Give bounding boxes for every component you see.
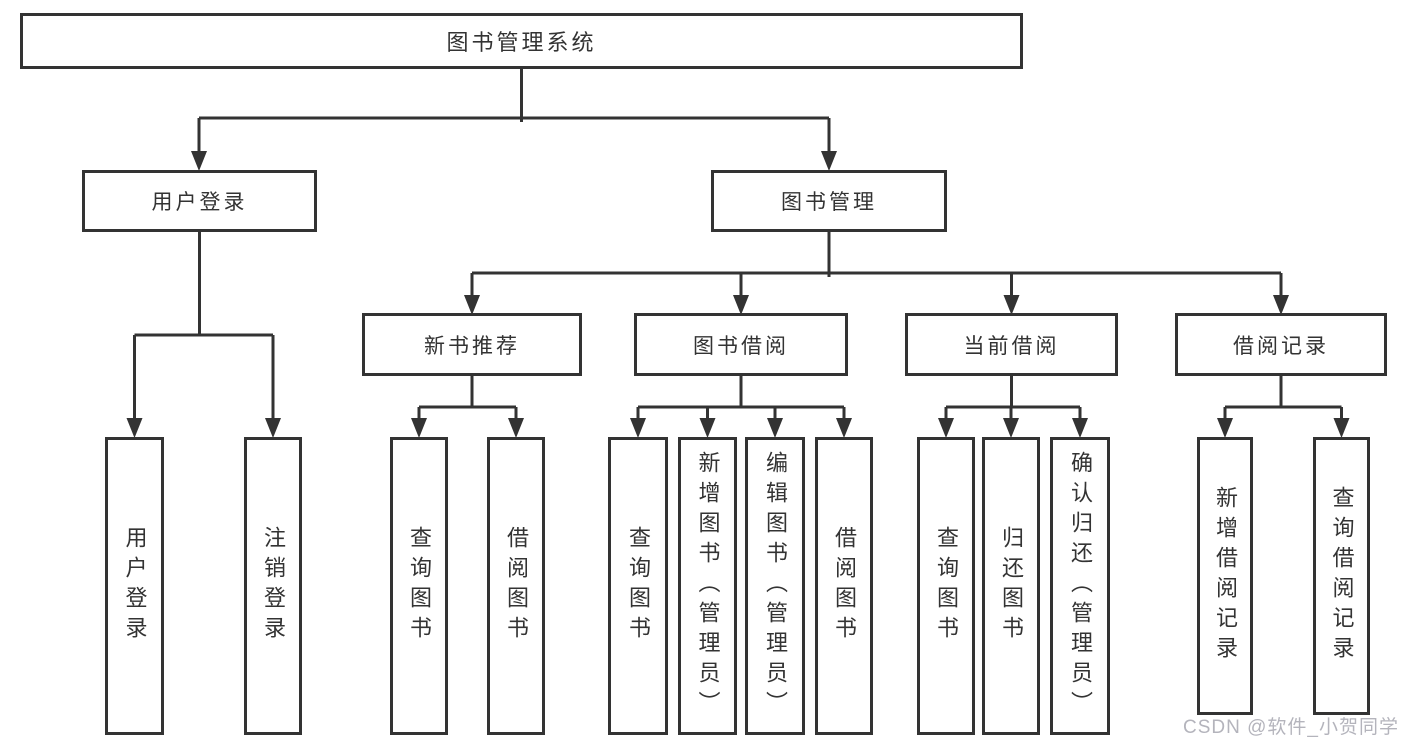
arrowhead-icon xyxy=(464,295,480,315)
connector-new-books xyxy=(417,376,518,419)
arrowhead-icon xyxy=(630,418,646,438)
arrowhead-icon xyxy=(1072,418,1088,438)
arrowhead-icon xyxy=(191,151,207,171)
leaf-edit-book-admin: 编辑图书（管理员） xyxy=(745,437,805,735)
leaf-borrow-books-recommend-label: 借阅图书 xyxy=(504,526,529,646)
leaf-query-books-recommend-label: 查询图书 xyxy=(407,526,432,646)
leaf-add-book-admin-label: 新增图书（管理员） xyxy=(695,451,721,721)
node-current-borrow-label: 当前借阅 xyxy=(963,334,1060,358)
leaf-add-borrow-record: 新增借阅记录 xyxy=(1197,437,1253,715)
leaf-user-login: 用户登录 xyxy=(105,437,164,735)
leaf-query-books-current: 查询图书 xyxy=(917,437,975,735)
leaf-add-book-admin: 新增图书（管理员） xyxy=(678,437,737,735)
leaf-logout: 注销登录 xyxy=(244,437,302,735)
connector-book-borrow xyxy=(636,376,846,419)
leaf-query-borrow-record-label: 查询借阅记录 xyxy=(1329,486,1355,666)
leaf-edit-book-admin-label: 编辑图书（管理员） xyxy=(763,451,788,721)
arrowhead-icon xyxy=(508,418,524,438)
leaf-borrow-books: 借阅图书 xyxy=(815,437,873,735)
arrowhead-icon xyxy=(1003,295,1020,315)
leaf-return-book: 归还图书 xyxy=(982,437,1040,735)
leaf-query-borrow-record: 查询借阅记录 xyxy=(1313,437,1370,715)
node-new-book-recommend: 新书推荐 xyxy=(362,313,582,376)
arrowhead-icon xyxy=(699,418,716,438)
node-book-borrow-label: 图书借阅 xyxy=(693,334,789,358)
arrowhead-icon xyxy=(938,418,954,438)
connector-root xyxy=(197,69,831,152)
arrowhead-icon xyxy=(411,418,427,438)
leaf-logout-label: 注销登录 xyxy=(261,526,286,646)
node-new-book-recommend-label: 新书推荐 xyxy=(424,334,520,358)
node-root: 图书管理系统 xyxy=(20,13,1023,69)
leaf-user-login-label: 用户登录 xyxy=(122,526,148,646)
leaf-query-books-borrow-label: 查询图书 xyxy=(626,526,651,646)
node-book-management: 图书管理 xyxy=(711,170,947,232)
connector-borrow-records xyxy=(1223,376,1343,419)
arrowhead-icon xyxy=(1333,418,1350,438)
node-root-label: 图书管理系统 xyxy=(446,30,597,55)
arrowhead-icon xyxy=(126,418,143,438)
arrowhead-icon xyxy=(767,418,783,438)
leaf-confirm-return-admin: 确认归还（管理员） xyxy=(1050,437,1110,735)
node-borrow-records-label: 借阅记录 xyxy=(1233,334,1329,358)
connector-current-borrow xyxy=(944,376,1082,419)
leaf-query-books-borrow: 查询图书 xyxy=(608,437,668,735)
node-user-login-label: 用户登录 xyxy=(151,191,248,214)
node-user-login: 用户登录 xyxy=(82,170,317,232)
connector-book-management xyxy=(470,232,1283,296)
arrowhead-icon xyxy=(836,418,852,438)
node-book-management-label: 图书管理 xyxy=(781,191,877,214)
leaf-query-books-recommend: 查询图书 xyxy=(390,437,448,735)
leaf-return-book-label: 归还图书 xyxy=(999,526,1024,646)
node-book-borrow: 图书借阅 xyxy=(634,313,848,376)
arrowhead-icon xyxy=(733,295,749,315)
leaf-confirm-return-admin-label: 确认归还（管理员） xyxy=(1068,451,1093,721)
leaf-add-borrow-record-label: 新增借阅记录 xyxy=(1213,486,1238,666)
csdn-watermark: CSDN @软件_小贺同学 xyxy=(1183,717,1399,738)
node-borrow-records: 借阅记录 xyxy=(1175,313,1387,376)
connector-user-login xyxy=(133,232,275,419)
leaf-query-books-current-label: 查询图书 xyxy=(934,526,959,646)
leaf-borrow-books-label: 借阅图书 xyxy=(832,526,857,646)
arrowhead-icon xyxy=(1217,418,1233,438)
arrowhead-icon xyxy=(1273,295,1289,315)
node-current-borrow: 当前借阅 xyxy=(905,313,1118,376)
arrowhead-icons xyxy=(126,151,1350,438)
leaf-borrow-books-recommend: 借阅图书 xyxy=(487,437,545,735)
arrowhead-icon xyxy=(265,418,281,438)
arrowhead-icon xyxy=(1003,418,1019,438)
arrowhead-icon xyxy=(821,151,837,171)
